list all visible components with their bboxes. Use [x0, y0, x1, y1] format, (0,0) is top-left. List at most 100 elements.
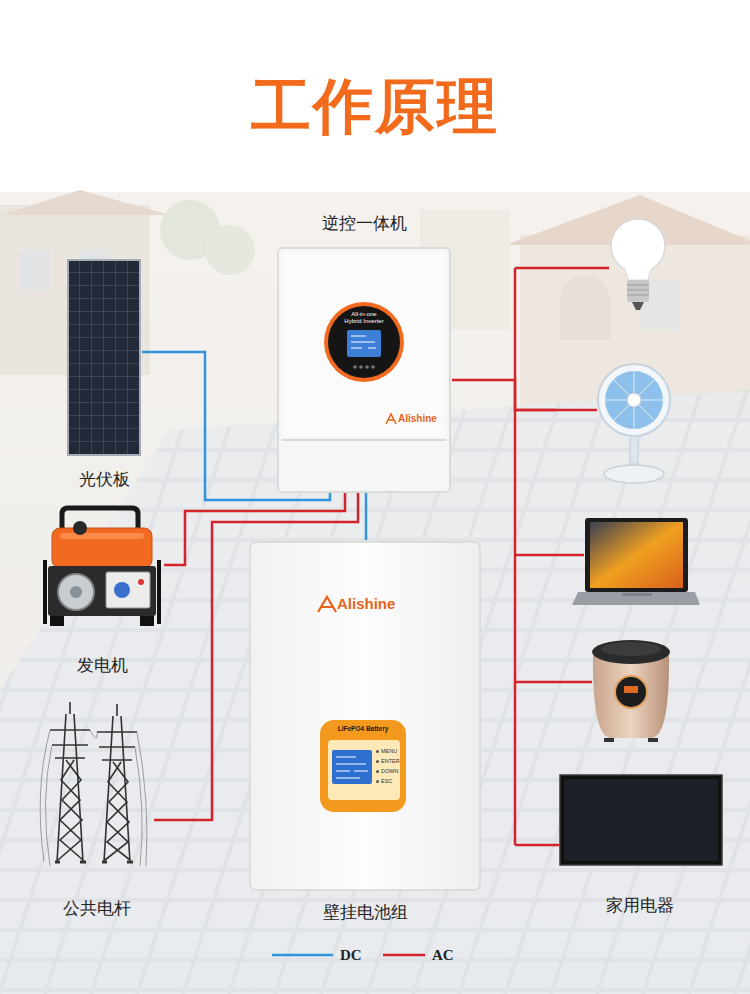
- rice-cooker-illustration: [593, 654, 669, 738]
- laptop-illustration: [572, 592, 700, 605]
- rice-cooker-illustration: [624, 686, 638, 693]
- generator-illustration: [73, 521, 87, 535]
- fan-illustration: [627, 393, 641, 407]
- ac-bus-wire: [515, 554, 584, 557]
- utility-pole-illustration: [40, 730, 147, 866]
- node-label: 家用电器: [606, 894, 674, 916]
- utility-pole-illustration: [55, 861, 133, 864]
- generator-illustration: [114, 582, 130, 598]
- fan-illustration: [598, 364, 670, 436]
- ac-wire: [164, 493, 345, 565]
- solar-panel-illustration: [68, 260, 140, 455]
- utility-pole-illustration: [50, 702, 90, 862]
- legend-line: [272, 954, 333, 957]
- ac-wire: [452, 380, 555, 410]
- background-ground: [0, 192, 750, 994]
- battery-illustration: [376, 770, 379, 773]
- fan-illustration: [605, 371, 663, 429]
- utility-pole-illustration: [58, 760, 83, 860]
- ac-bus-wire: [514, 268, 517, 845]
- inverter-node: 逆控一体机: [276, 210, 452, 493]
- legend-label: AC: [432, 945, 454, 965]
- fan-illustration: [605, 371, 663, 429]
- light-bulb-illustration: [624, 268, 652, 280]
- generator-illustration: [48, 566, 156, 616]
- inverter-illustration: [282, 439, 446, 441]
- dc-wire: [142, 352, 330, 500]
- ac-wire: [154, 493, 358, 820]
- inverter-illustration: [283, 253, 445, 437]
- inverter-illustration: [353, 365, 357, 369]
- node-label: 光伏板: [79, 468, 130, 490]
- battery-illustration: [320, 720, 406, 812]
- battery-illustration: [318, 597, 336, 612]
- appliances-node: 家用电器: [555, 212, 725, 918]
- node-label: 公共电杆: [63, 897, 131, 919]
- node-label: 逆控一体机: [322, 212, 407, 234]
- brand-logo-text: Alishine: [337, 595, 395, 613]
- laptop-illustration: [585, 518, 688, 592]
- button-label: DOWN: [381, 768, 398, 775]
- background-ground: [0, 0, 750, 192]
- ac-bus-wire: [515, 268, 609, 845]
- generator-illustration: [45, 508, 159, 626]
- legend-line: [383, 954, 425, 957]
- inverter-illustration: [328, 306, 400, 378]
- fan-illustration: [604, 465, 664, 483]
- battery-illustration: [250, 542, 480, 890]
- rice-cooker-illustration: [601, 642, 661, 656]
- laptop-illustration: [622, 593, 652, 596]
- rice-cooker-illustration: [592, 640, 670, 742]
- generator-illustration: [58, 574, 94, 610]
- generator-illustration: [70, 586, 82, 598]
- fan-illustration: [598, 364, 670, 483]
- ac-bus-wire: [515, 681, 592, 684]
- rice-cooker-illustration: [592, 640, 670, 664]
- legend-line: [383, 945, 425, 965]
- node-label: 发电机: [77, 654, 128, 676]
- laptop-illustration: [590, 522, 683, 588]
- diagram-title: 工作原理: [0, 68, 750, 144]
- generator-illustration: [138, 579, 144, 585]
- generator-illustration: [60, 533, 144, 539]
- utility-pole-illustration: [40, 702, 147, 866]
- light-bulb-illustration: [627, 285, 649, 295]
- generator-illustration: [50, 616, 64, 626]
- rice-cooker-illustration: [604, 738, 614, 742]
- battery-illustration: [376, 760, 379, 763]
- inverter-illustration: [278, 248, 450, 492]
- tv-illustration: [560, 775, 722, 865]
- inverter-illustration: [324, 302, 404, 382]
- legend-line: [272, 945, 333, 965]
- inverter-illustration: [365, 365, 369, 369]
- battery-illustration: [250, 542, 480, 890]
- light-bulb-illustration: [611, 219, 665, 273]
- generator-node: 发电机: [40, 506, 164, 678]
- solar-panel-illustration: [68, 260, 140, 455]
- utility-pole-illustration: [97, 704, 137, 862]
- tv-illustration: [560, 775, 722, 865]
- solar-panel-node: 光伏板: [66, 256, 142, 492]
- ac-bus-wire: [515, 267, 609, 270]
- button-label: MENU: [381, 748, 397, 755]
- generator-illustration: [106, 572, 150, 608]
- light-bulb-illustration: [611, 219, 665, 310]
- rice-cooker-illustration: [648, 738, 658, 742]
- rice-cooker-illustration: [615, 676, 647, 708]
- inverter-illustration: [347, 330, 381, 357]
- tv-illustration: [564, 779, 718, 861]
- generator-illustration: [45, 560, 159, 624]
- generator-illustration: [52, 528, 152, 568]
- ac-bus-wire: [515, 844, 559, 847]
- light-bulb-illustration: [632, 302, 644, 310]
- inverter-illustration: [371, 365, 375, 369]
- inverter-illustration: [351, 336, 376, 348]
- battery-illustration: [336, 757, 368, 778]
- inverter-illustration: [278, 248, 450, 492]
- button-label: ESC: [381, 778, 392, 785]
- fan-illustration: [630, 434, 638, 464]
- background-fade: [0, 192, 750, 994]
